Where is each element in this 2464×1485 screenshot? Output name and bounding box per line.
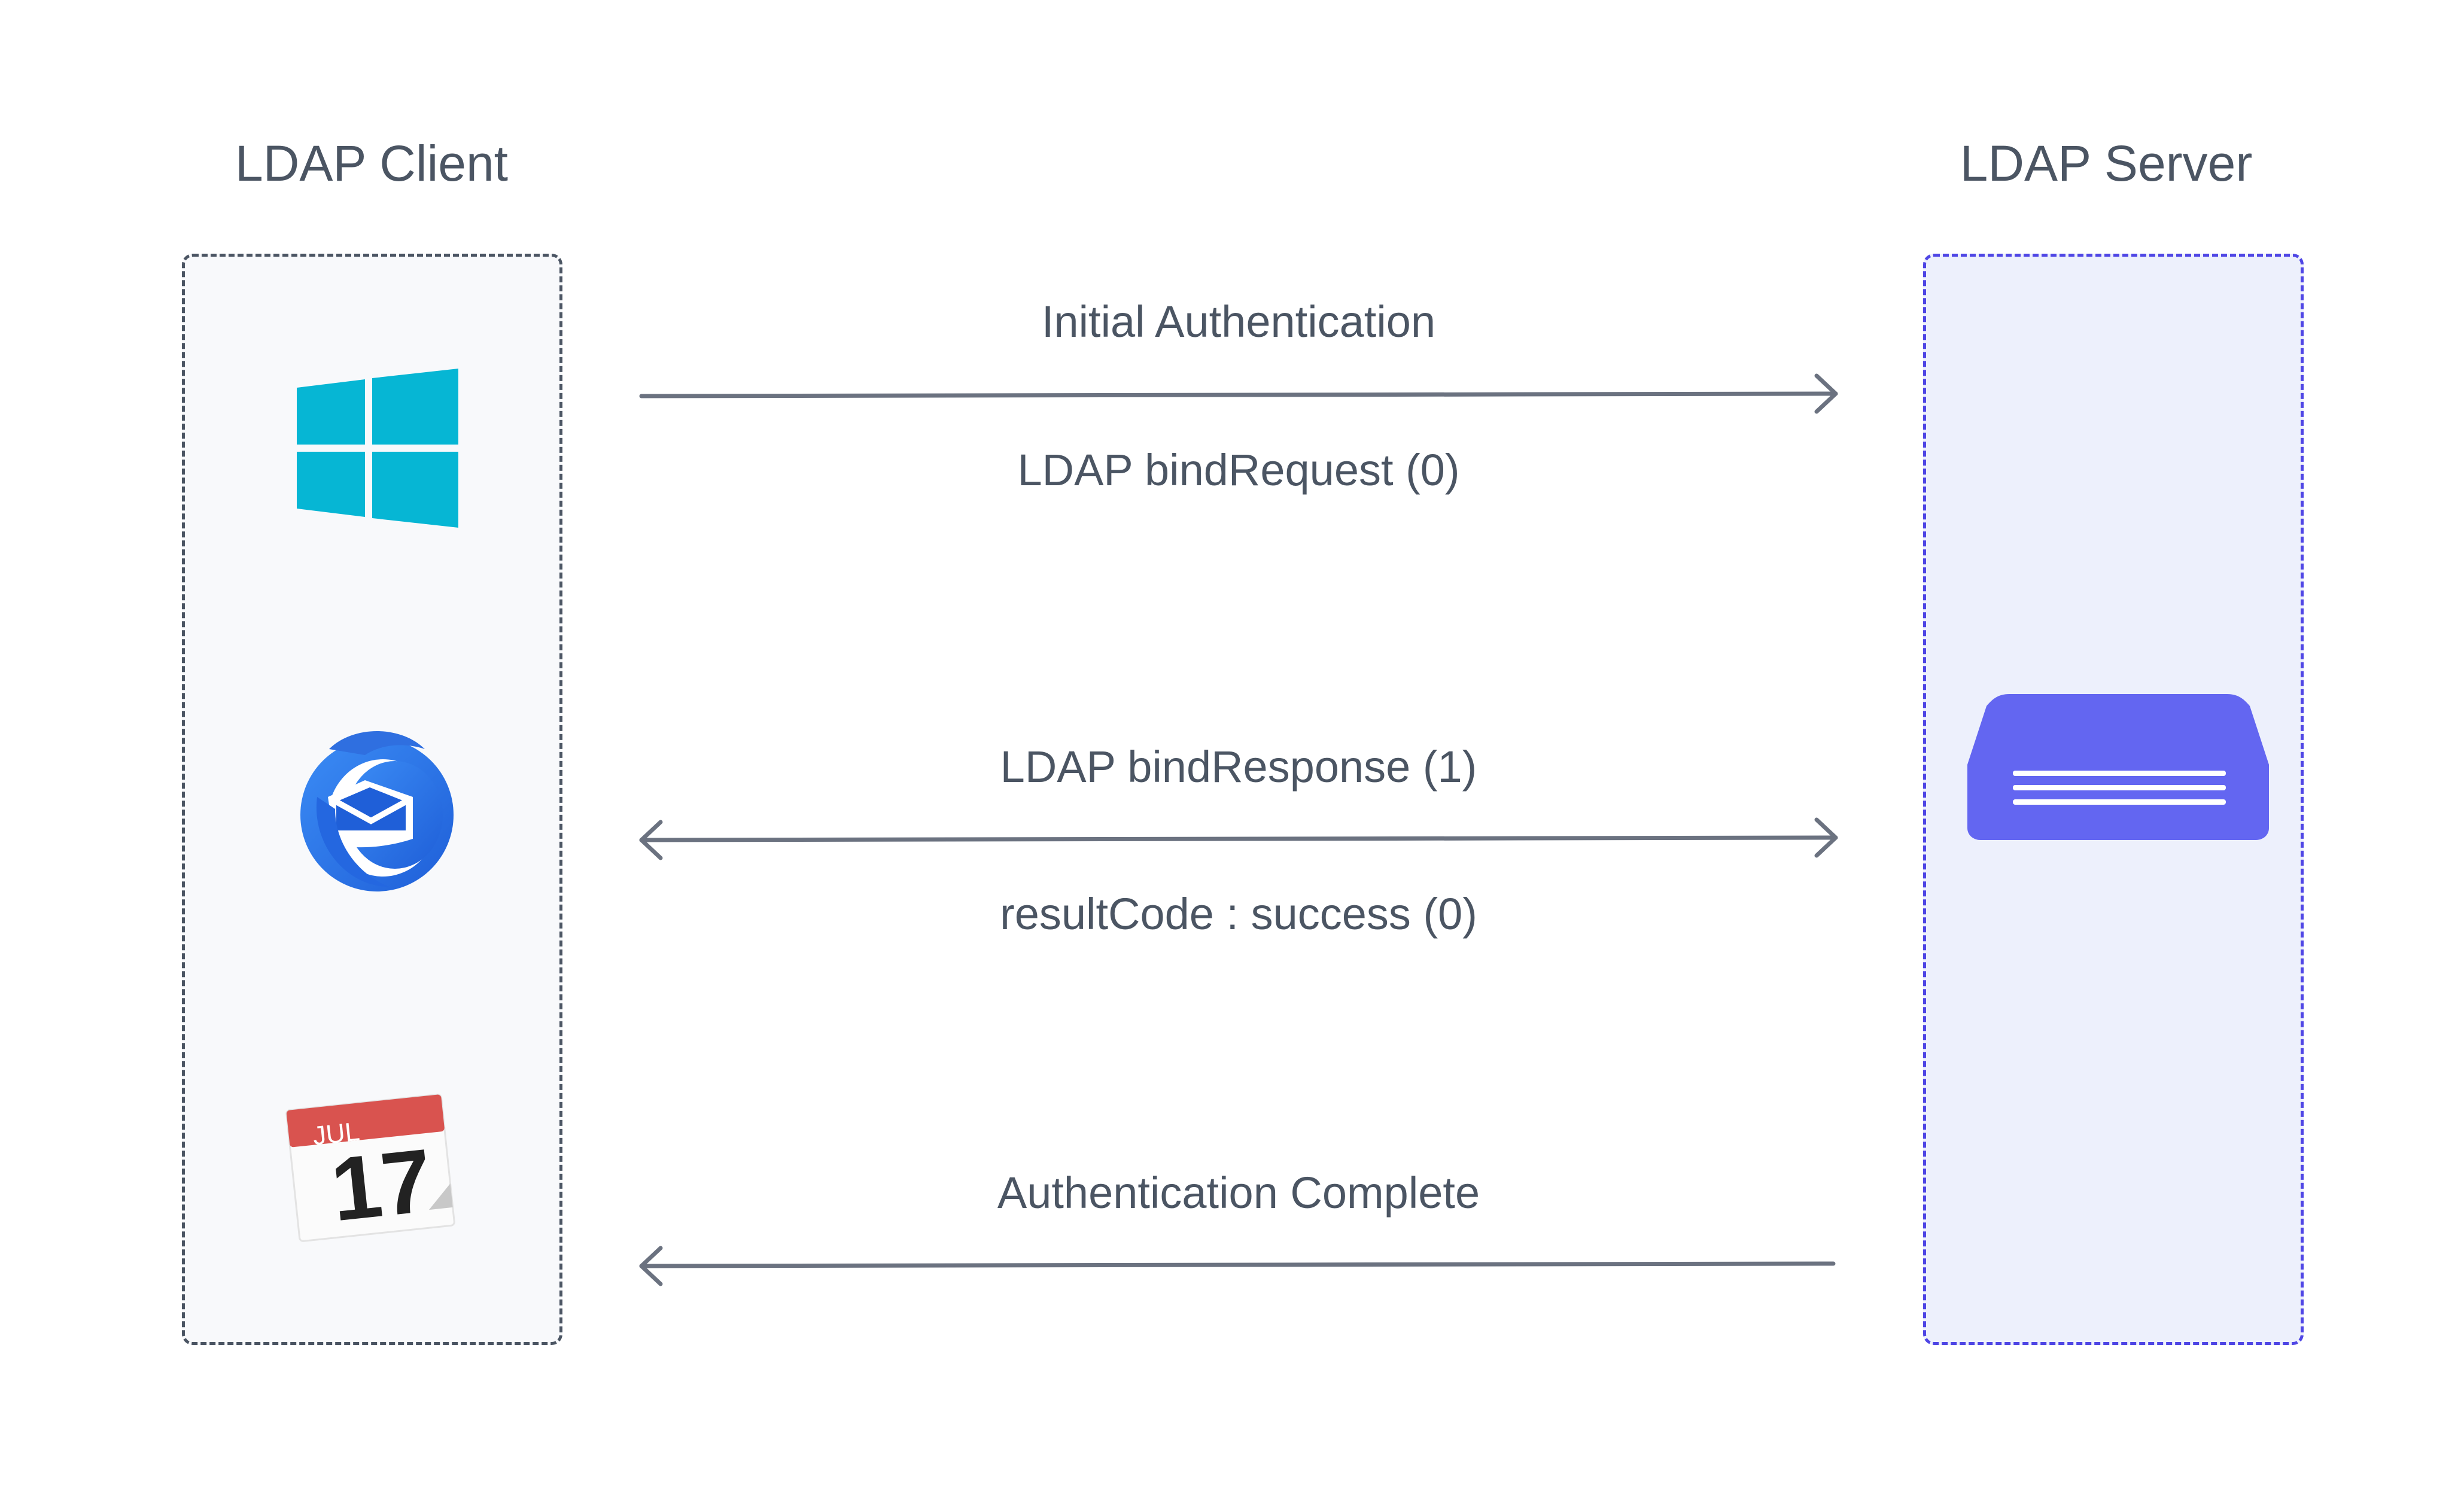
message-authentication-complete: Authentication Complete	[997, 1168, 1480, 1218]
message-bind-request: LDAP bindRequest (0)	[1017, 445, 1460, 495]
message-initial-authentication: Initial Authentication	[1041, 297, 1436, 346]
client-title: LDAP Client	[235, 135, 508, 191]
windows-icon	[297, 369, 458, 530]
arrow-authentication-complete	[639, 1261, 1836, 1268]
arrowhead-left-2	[639, 820, 663, 860]
message-result-code: resultCode : success (0)	[1000, 889, 1477, 939]
thunderbird-icon	[293, 725, 461, 893]
calendar-month: JUL	[311, 1117, 361, 1151]
calendar-icon: JUL 17	[280, 1078, 460, 1246]
arrowhead-right-2	[1814, 817, 1838, 858]
server-title: LDAP Server	[1960, 135, 2253, 191]
calendar-day: 17	[327, 1130, 437, 1240]
arrow-initial-authentication	[639, 391, 1838, 398]
arrowhead-left-3	[639, 1246, 663, 1286]
arrowhead-right-1	[1814, 373, 1838, 414]
message-bind-response: LDAP bindResponse (1)	[1000, 742, 1477, 792]
server-icon	[1967, 694, 2269, 840]
arrow-bind-response	[639, 835, 1838, 842]
